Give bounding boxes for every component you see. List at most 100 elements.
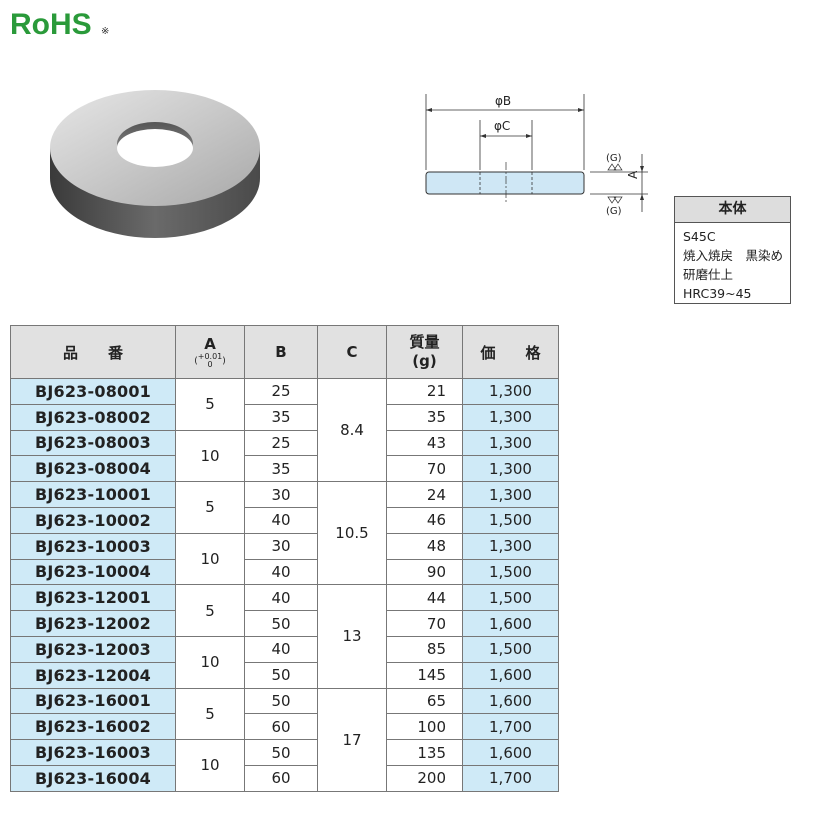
cell-mass: 43 <box>386 429 463 457</box>
table-row: BJ623-12004 50 145 1,600 <box>10 661 559 689</box>
table-row: BJ623-16004 60 200 1,700 <box>10 764 559 792</box>
finish-top-label: (G) <box>606 153 622 164</box>
cell-b: 40 <box>244 584 318 612</box>
cell-price: 1,300 <box>462 532 559 560</box>
finish-bottom-label: (G) <box>606 206 622 217</box>
header-b: B <box>244 325 318 379</box>
cell-price: 1,700 <box>462 713 559 741</box>
dimension-drawing: φB φC A (G) (G) <box>425 94 648 217</box>
cell-b: 50 <box>244 687 318 715</box>
cell-price: 1,600 <box>462 687 559 715</box>
cell-b: 35 <box>244 455 318 483</box>
table-row: BJ623-10001 5 30 10.5 24 1,300 <box>10 481 559 586</box>
cell-price: 1,500 <box>462 584 559 612</box>
part-number: BJ623-12002 <box>10 610 176 637</box>
header-price: 価 格 <box>462 325 559 379</box>
cell-b: 30 <box>244 532 318 560</box>
part-number: BJ623-10001 <box>10 481 176 508</box>
dim-b-label: φB <box>495 94 511 108</box>
cell-c: 13 <box>317 584 387 689</box>
material-line: 研磨仕上 <box>683 267 734 282</box>
cell-mass: 44 <box>386 584 463 612</box>
cell-b: 35 <box>244 403 318 431</box>
cell-b: 40 <box>244 635 318 663</box>
cell-mass: 70 <box>386 610 463 637</box>
cell-mass: 24 <box>386 481 463 508</box>
table-row: BJ623-12003 10 40 85 1,500 <box>10 635 559 689</box>
part-number: BJ623-10003 <box>10 532 176 560</box>
part-number: BJ623-08004 <box>10 455 176 483</box>
cell-mass: 90 <box>386 558 463 586</box>
cell-price: 1,600 <box>462 739 559 766</box>
cell-c: 17 <box>317 687 387 792</box>
cell-b: 50 <box>244 739 318 766</box>
cell-a: 10 <box>175 739 245 792</box>
material-spec-box: 本体 S45C 焼入焼戻 黒染め 研磨仕上 HRC39~45 <box>674 196 791 304</box>
cell-mass: 21 <box>386 378 463 405</box>
cell-price: 1,300 <box>462 455 559 483</box>
table-row: BJ623-08002 35 35 1,300 <box>10 403 559 431</box>
cell-mass: 135 <box>386 739 463 766</box>
cell-mass: 46 <box>386 506 463 534</box>
header-a-label: A <box>204 335 216 353</box>
cell-price: 1,300 <box>462 403 559 431</box>
material-line: HRC39~45 <box>683 286 752 301</box>
cell-c: 10.5 <box>317 481 387 586</box>
cell-a: 10 <box>175 429 245 483</box>
material-line: S45C <box>683 229 716 244</box>
cell-mass: 85 <box>386 635 463 663</box>
cell-price: 1,300 <box>462 429 559 457</box>
dim-a-label: A <box>626 170 640 179</box>
cell-a: 10 <box>175 635 245 689</box>
cell-a: 5 <box>175 481 245 534</box>
cell-a: 5 <box>175 584 245 637</box>
header-mass-unit: (g) <box>412 352 437 370</box>
table-row: BJ623-12002 50 70 1,600 <box>10 610 559 637</box>
cell-b: 25 <box>244 378 318 405</box>
washer-product-image <box>50 90 260 238</box>
cell-b: 30 <box>244 481 318 508</box>
cell-b: 25 <box>244 429 318 457</box>
rohs-logo-text: RoHS <box>10 8 92 40</box>
part-number: BJ623-12004 <box>10 661 176 689</box>
cell-a: 5 <box>175 378 245 431</box>
cell-b: 50 <box>244 610 318 637</box>
cell-price: 1,600 <box>462 610 559 637</box>
table-row: BJ623-08001 5 25 8.4 21 1,300 <box>10 377 559 483</box>
cell-price: 1,300 <box>462 481 559 508</box>
part-number: BJ623-16001 <box>10 687 176 715</box>
table-row: BJ623-16001 5 50 17 65 1,600 <box>10 687 559 792</box>
part-number: BJ623-16003 <box>10 739 176 766</box>
header-c: C <box>317 325 387 379</box>
rohs-logo: RoHS ※ <box>10 8 109 40</box>
table-row: BJ623-10003 10 30 48 1,300 <box>10 532 559 586</box>
part-number: BJ623-08001 <box>10 378 176 405</box>
table-row: BJ623-16003 10 50 135 1,600 <box>10 739 559 792</box>
header-part: 品 番 <box>10 325 176 379</box>
part-number: BJ623-16004 <box>10 764 176 792</box>
part-number: BJ623-10002 <box>10 506 176 534</box>
header-mass: 質量 (g) <box>386 325 463 379</box>
cell-price: 1,500 <box>462 558 559 586</box>
cell-a: 10 <box>175 532 245 586</box>
material-line: 焼入焼戻 黒染め <box>683 248 784 263</box>
rohs-mark: ※ <box>101 26 109 37</box>
table-row: BJ623-16002 60 100 1,700 <box>10 713 559 741</box>
tolerance-upper: +0.01 <box>197 352 223 361</box>
table-body: BJ623-08001 5 25 8.4 21 1,300 BJ623-0800… <box>10 377 559 792</box>
table-row: BJ623-10004 40 90 1,500 <box>10 558 559 586</box>
cell-price: 1,500 <box>462 635 559 663</box>
cell-mass: 35 <box>386 403 463 431</box>
cell-b: 40 <box>244 558 318 586</box>
cell-a: 5 <box>175 687 245 741</box>
part-number: BJ623-12001 <box>10 584 176 612</box>
table-row: BJ623-10002 40 46 1,500 <box>10 506 559 534</box>
cell-mass: 145 <box>386 661 463 689</box>
cell-price: 1,500 <box>462 506 559 534</box>
cell-b: 50 <box>244 661 318 689</box>
header-mass-label: 質量 <box>409 333 440 351</box>
cell-mass: 48 <box>386 532 463 560</box>
